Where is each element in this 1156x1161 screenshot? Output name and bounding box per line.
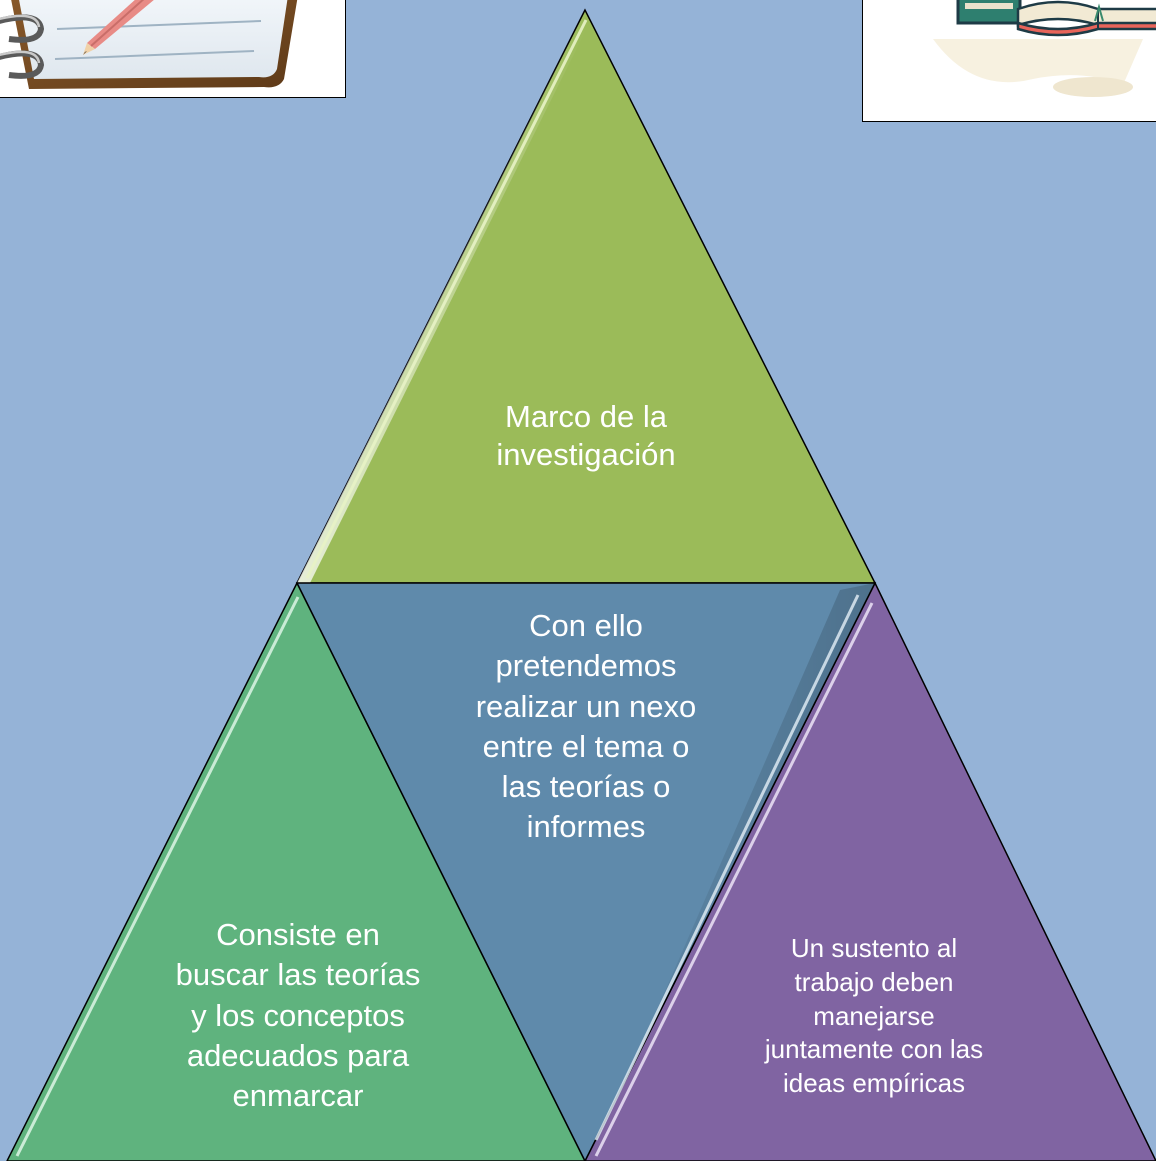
notebook-picture [0,0,346,98]
notebook-pencil-icon [0,0,298,89]
open-book-icon [933,0,1156,97]
right-triangle-label: Un sustento al trabajo deben manejarse j… [764,933,984,1099]
center-triangle-label: Con ello pretendemos realizar un nexo en… [475,608,697,845]
top-triangle [295,8,877,584]
center-triangle [295,582,877,1161]
book-picture [862,0,1156,122]
left-triangle-label: Consiste en buscar las teorías y los con… [175,917,421,1114]
top-triangle-label: Marco de la investigación [496,399,676,472]
